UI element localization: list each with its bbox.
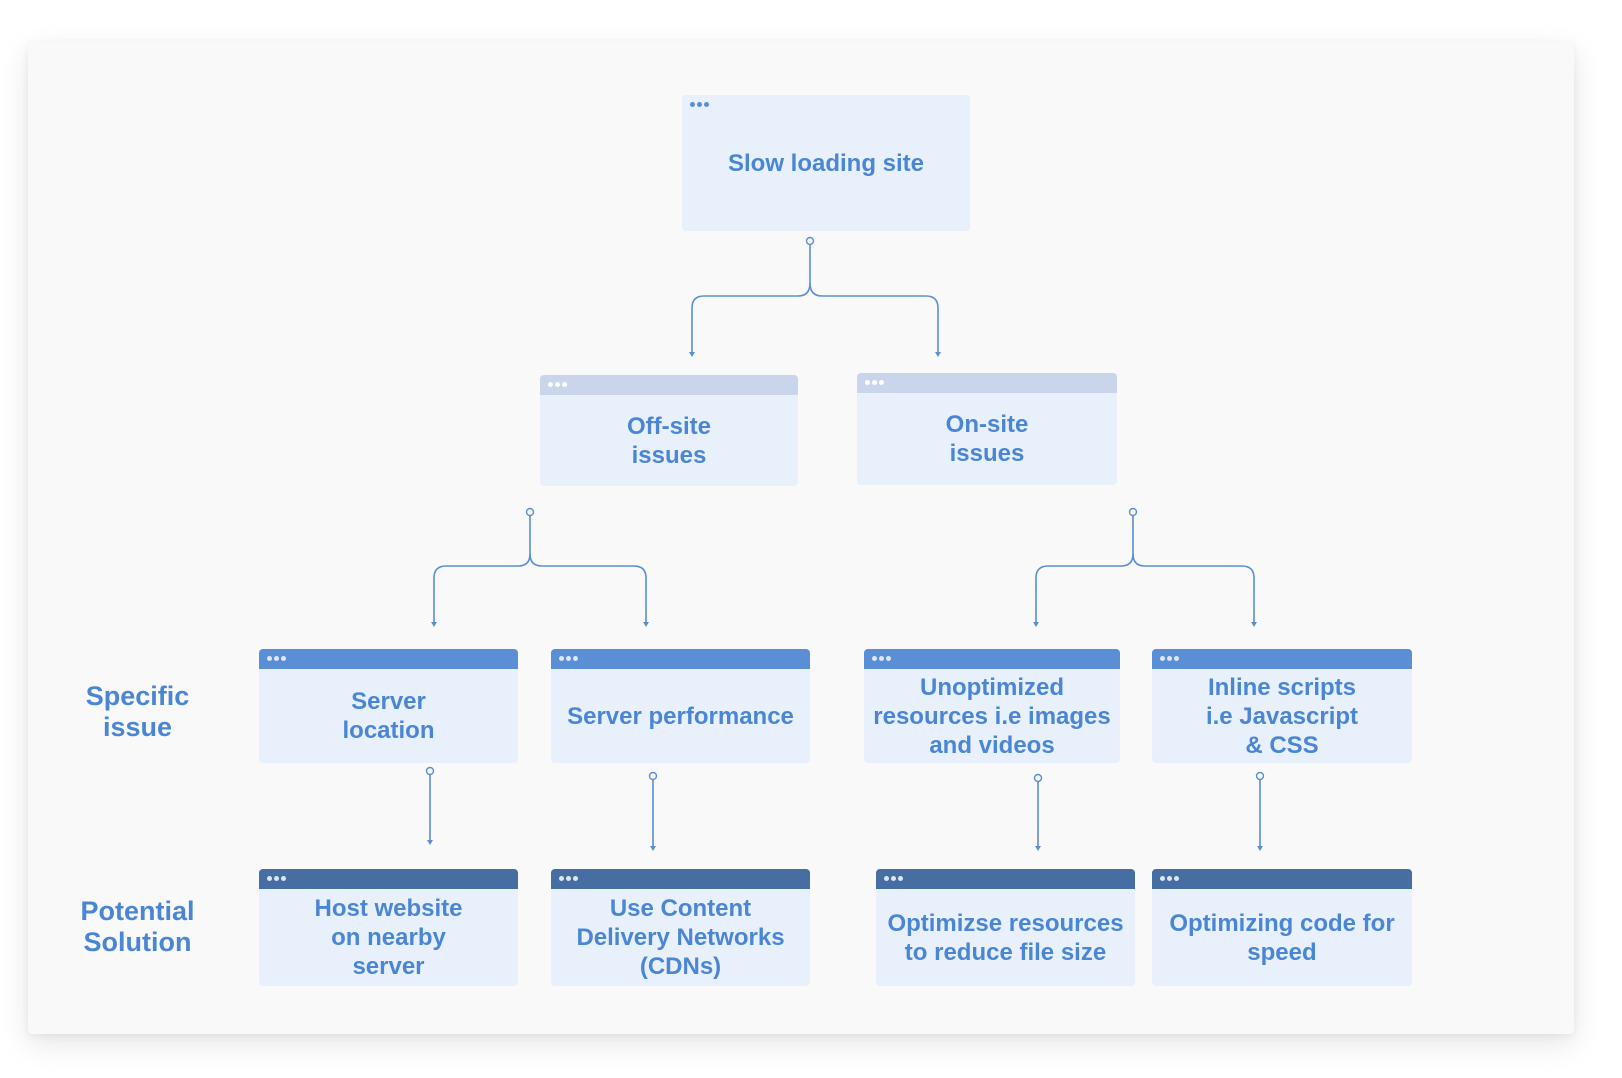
node-label: Use Content Delivery Networks (CDNs) <box>576 895 785 980</box>
category-node-off-site: Off-site issues <box>540 375 798 486</box>
window-dots-icon <box>267 656 286 662</box>
node-label: On-site issues <box>945 411 1029 467</box>
solution-node-cdn: Use Content Delivery Networks (CDNs) <box>551 869 810 986</box>
node-label: Unoptimized resources i.e images and vid… <box>873 673 1111 759</box>
window-bar <box>864 649 1120 669</box>
connector-issue-solution-3 <box>1033 773 1043 851</box>
window-bar <box>876 869 1135 889</box>
category-node-on-site: On-site issues <box>857 373 1117 485</box>
root-node: Slow loading site <box>682 95 970 231</box>
solution-node-optimize-resources: Optimizse resources to reduce file size <box>876 869 1135 986</box>
window-bar <box>857 373 1117 393</box>
window-dots-icon <box>548 382 567 388</box>
window-dots-icon <box>267 876 286 882</box>
window-bar <box>259 869 518 889</box>
connector-on-site <box>1033 507 1257 627</box>
connector-off-site <box>431 507 649 627</box>
window-dots-icon <box>865 380 884 386</box>
window-bar <box>1152 649 1412 669</box>
solution-node-optimize-code: Optimizing code for speed <box>1152 869 1412 986</box>
row-label-potential-solution: Potential Solution <box>80 896 195 957</box>
node-label: Slow loading site <box>727 149 925 177</box>
connector-issue-solution-4 <box>1255 771 1265 851</box>
node-label: Inline scripts i.e Javascript & CSS <box>1205 673 1359 759</box>
window-bar <box>1152 869 1412 889</box>
connector-issue-solution-1 <box>425 766 435 845</box>
window-bar <box>259 649 518 669</box>
window-dots-icon <box>884 876 903 882</box>
issue-node-unoptimized-resources: Unoptimized resources i.e images and vid… <box>864 649 1120 763</box>
window-dots-icon <box>690 102 709 108</box>
window-dots-icon <box>872 656 891 662</box>
node-label: Optimizing code for speed <box>1169 909 1395 966</box>
issue-node-server-location: Server location <box>259 649 518 763</box>
node-label: Optimizse resources to reduce file size <box>887 909 1124 966</box>
window-dots-icon <box>1160 656 1179 662</box>
node-label: Host website on nearby server <box>314 895 463 980</box>
row-label-specific-issue: Specific issue <box>85 681 190 742</box>
node-label: Server performance <box>567 702 794 730</box>
window-bar <box>551 869 810 889</box>
issue-node-server-performance: Server performance <box>551 649 810 763</box>
window-dots-icon <box>559 656 578 662</box>
window-bar <box>551 649 810 669</box>
issue-node-inline-scripts: Inline scripts i.e Javascript & CSS <box>1152 649 1412 763</box>
window-dots-icon <box>1160 876 1179 882</box>
node-label: Off-site issues <box>627 412 711 469</box>
node-label: Server location <box>342 688 435 744</box>
window-bar <box>540 375 798 395</box>
window-bar <box>682 95 970 115</box>
window-dots-icon <box>559 876 578 882</box>
connector-issue-solution-2 <box>648 771 658 851</box>
solution-node-host-nearby: Host website on nearby server <box>259 869 518 986</box>
connector-root <box>689 236 941 357</box>
